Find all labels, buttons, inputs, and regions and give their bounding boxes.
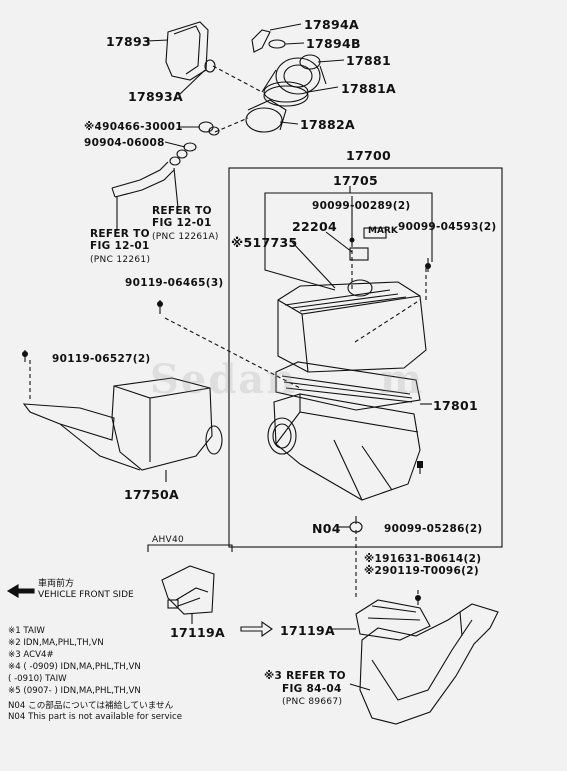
ref-left-line3: (PNC 12261): [90, 255, 151, 265]
air-cleaner-cap: [277, 279, 427, 373]
adaptor-17881: [261, 54, 327, 95]
ref-bot-line3: (PNC 89667): [282, 697, 343, 707]
label-17801: 17801: [433, 398, 478, 413]
inlet-duct-17750A: [22, 377, 223, 471]
assembly-box-17700: [228, 167, 503, 548]
note-1: ※1 TAIW: [8, 626, 45, 636]
label-N04: N04: [312, 521, 341, 536]
watermark-tail: m: [380, 356, 425, 403]
note-4: ※4 ( -0909) IDN,MA,PHL,TH,VN: [8, 662, 141, 672]
label-17700: 17700: [346, 148, 391, 163]
label-17882A: 17882A: [300, 117, 355, 132]
label-17705: 17705: [333, 173, 378, 188]
note-2: ※2 IDN,MA,PHL,TH,VN: [8, 638, 104, 648]
ref-bot-line1: ※3 REFER TO: [264, 670, 346, 682]
label-17735: ※517735: [231, 235, 298, 250]
front-arrow: [6, 584, 35, 598]
label-17893A: 17893A: [128, 89, 183, 104]
note-5: ※5 (0907- ) IDN,MA,PHL,TH,VN: [8, 686, 141, 696]
label-90119-06465: 90119-06465(3): [125, 277, 224, 289]
label-90099-00289: 90099-00289(2): [312, 200, 411, 212]
air-cleaner-case: [267, 393, 421, 501]
label-17881A: 17881A: [341, 81, 396, 96]
arrow-connect: [240, 620, 273, 638]
note-n04-en: N04 This part is not available for servi…: [8, 712, 182, 722]
front-side-jp: 車両前方: [38, 579, 75, 589]
clamp-490466: [198, 121, 220, 136]
label-17750A: 17750A: [124, 487, 179, 502]
note-3: ※3 ACV4#: [8, 650, 54, 660]
label-290119: ※290119-T0096(2): [364, 565, 479, 577]
label-17881: 17881: [346, 53, 391, 68]
label-mark: MARK: [368, 226, 398, 236]
label-191631: ※191631-B0614(2): [364, 553, 482, 565]
label-90099-04593: 90099-04593(2): [398, 221, 497, 233]
label-90099-05286: 90099-05286(2): [384, 523, 483, 535]
label-17894A: 17894A: [304, 17, 359, 32]
label-90119-06527: 90119-06527(2): [52, 353, 151, 365]
ref-left-line1: REFER TO: [90, 228, 150, 240]
label-17893: 17893: [106, 34, 151, 49]
ref-mid-line1: REFER TO: [152, 205, 212, 217]
bracket-17119A: [355, 599, 431, 641]
mass-air-flow-sensor: [349, 227, 387, 261]
hose-17894A: [251, 29, 286, 53]
tray-89667: [359, 603, 499, 725]
note-4b: ( -0910) TAIW: [8, 674, 67, 684]
ahv40-bracket: [147, 544, 233, 552]
watermark: Sedan: [150, 356, 298, 403]
ref-bot-line2: FIG 84-04: [282, 683, 342, 695]
label-90904: 90904-06008: [84, 137, 165, 149]
vent-hose: [111, 161, 175, 198]
label-17119A-left: 17119A: [170, 625, 225, 640]
hose-17882A: [245, 99, 287, 133]
label-ahv40: AHV40: [152, 535, 185, 545]
resonator-17893: [165, 21, 216, 81]
ref-left-line2: FIG 12-01: [90, 240, 150, 252]
label-22204: 22204: [292, 219, 337, 234]
bracket-17705: [264, 192, 433, 196]
label-17894B: 17894B: [306, 36, 361, 51]
bracket-17119A-inset: [161, 565, 215, 615]
ref-mid-line3: (PNC 12261A): [152, 232, 219, 242]
note-n04-jp: N04 この部品については補給していません: [8, 701, 174, 711]
filter-element-17801: [275, 361, 421, 411]
label-17119A-right: 17119A: [280, 623, 335, 638]
front-side-en: VEHICLE FRONT SIDE: [38, 590, 134, 600]
ref-mid-line2: FIG 12-01: [152, 217, 212, 229]
label-490466: ※490466-30001: [84, 121, 183, 133]
